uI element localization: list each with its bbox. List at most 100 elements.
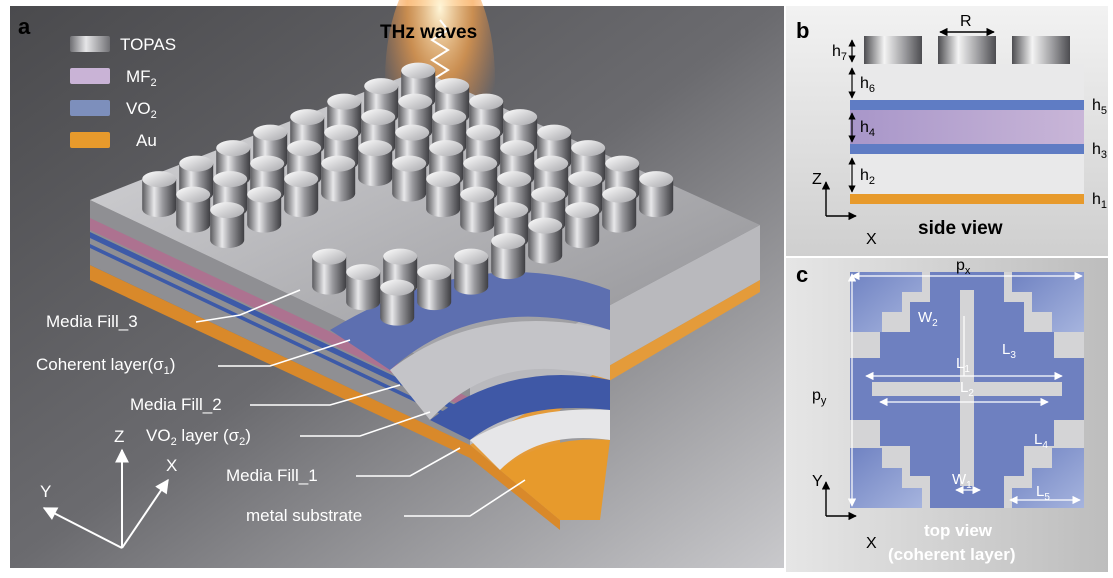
topas-cylinder	[565, 202, 600, 249]
cylinder-top	[380, 279, 415, 296]
cylinder-top	[454, 248, 489, 265]
cylinder-top	[142, 171, 177, 188]
b-label-h2: h2	[860, 167, 875, 187]
panel-c-letter: c	[796, 262, 808, 287]
leader-media-fill-1	[356, 447, 461, 477]
cylinder-top	[327, 93, 362, 110]
cylinder-top	[392, 155, 427, 172]
b-cylinder-2	[938, 36, 996, 64]
c-corner-tl	[850, 272, 922, 332]
cylinder-top	[500, 140, 535, 157]
panel-a-letter: a	[18, 14, 31, 39]
topas-cylinder	[392, 155, 427, 202]
leader-metal-substrate	[404, 479, 526, 517]
b-caption: side view	[918, 218, 1003, 239]
c-corner-tr	[1012, 272, 1084, 332]
topas-cylinder	[358, 140, 393, 187]
cylinder-top	[491, 233, 526, 250]
cylinder-top	[213, 171, 248, 188]
cylinder-top	[534, 155, 569, 172]
cutaway-vo2	[430, 375, 610, 440]
legend-swatch-vo2	[70, 100, 110, 116]
vo2-band	[90, 232, 470, 418]
legend-swatch-topas	[70, 36, 110, 52]
cylinder-top	[639, 171, 674, 188]
topas-cylinder	[380, 279, 415, 326]
c-notch-tl	[912, 330, 938, 356]
cylinder-top	[528, 217, 563, 234]
b-h-labels: h7 h6 h4 h2 h5 h3 h1	[832, 43, 1107, 211]
axis-y-label: Y	[40, 482, 51, 501]
label-metal-substrate: metal substrate	[246, 506, 362, 525]
cylinder-top	[466, 124, 501, 141]
panel-b-letter: b	[796, 18, 809, 43]
cylinder-side	[602, 194, 637, 233]
cylinder-top	[253, 124, 288, 141]
cylinder-top	[571, 140, 606, 157]
cylinder-top	[176, 186, 211, 203]
cylinder-side	[565, 210, 600, 249]
topas-cylinder	[346, 264, 381, 311]
c-corner-bl	[850, 448, 922, 508]
c-label-l4: L4	[1034, 431, 1048, 451]
cylinder-side	[528, 225, 563, 264]
cylinder-top	[537, 124, 572, 141]
c-corner-br	[1012, 448, 1084, 508]
panel-c: c px py W2 L3 L1 L2 L4 W1 L5	[786, 257, 1108, 572]
cylinder-top	[497, 171, 532, 188]
c-label-px: px	[956, 257, 971, 277]
cylinder-top	[602, 186, 637, 203]
label-media-fill-2: Media Fill_2	[130, 395, 222, 414]
b-cylinder-1	[864, 36, 922, 64]
cylinder-top	[432, 109, 467, 126]
cylinder-top	[417, 264, 452, 281]
cylinder-top	[179, 155, 214, 172]
cylinder-top	[605, 155, 640, 172]
panel-b: b R h7 h6 h4 h2 h5 h3 h1 Z	[786, 6, 1108, 256]
legend-swatch-mf2	[70, 68, 110, 84]
topas-cylinder	[528, 217, 563, 264]
topas-cylinder	[460, 186, 495, 233]
c-notch-bl	[912, 422, 938, 448]
c-label-l3: L3	[1002, 341, 1016, 361]
cylinder-side	[454, 256, 489, 295]
b-axis-z-label: Z	[812, 171, 822, 188]
topas-cylinder	[491, 233, 526, 280]
b-axis-x-label: X	[866, 231, 877, 248]
cylinder-top	[250, 155, 285, 172]
cylinder-side	[380, 287, 415, 326]
c-slot-horizontal	[872, 382, 1062, 396]
c-axis-x-label: X	[866, 535, 877, 552]
topas-cylinder-array	[142, 62, 674, 326]
c-notch-tr	[996, 330, 1022, 356]
vo2-band-2	[90, 244, 470, 428]
b-layer-h6	[850, 64, 1084, 100]
cylinder-side	[312, 256, 347, 295]
panel-a: a THz waves TOPAS MF2 VO2 Au Media Fill_…	[10, 0, 784, 568]
legend-label-mf2: MF2	[126, 67, 157, 89]
cylinder-top	[216, 140, 251, 157]
topas-cylinder	[284, 171, 319, 218]
label-coherent-layer: Coherent layer(σ1)	[36, 355, 175, 377]
cylinder-top	[503, 109, 538, 126]
leader-media-fill-3	[195, 289, 301, 323]
topas-cylinder	[454, 248, 489, 295]
b-label-h3: h3	[1092, 141, 1107, 161]
axis-x-arrow	[121, 478, 169, 549]
topas-cylinder	[321, 155, 356, 202]
cylinder-top	[494, 202, 529, 219]
cylinder-side	[210, 210, 245, 249]
c-label-l5: L5	[1036, 483, 1050, 503]
b-cylinder-3	[1012, 36, 1070, 64]
cylinder-top	[426, 171, 461, 188]
cylinder-top	[358, 140, 393, 157]
c-label-l1: L1	[956, 355, 970, 375]
cylinder-top	[290, 109, 325, 126]
b-label-h1: h1	[1092, 191, 1107, 211]
topas-cylinder	[210, 202, 245, 249]
b-layer-h2	[850, 154, 1084, 194]
b-layer-h3	[850, 144, 1084, 154]
cylinder-top	[429, 140, 464, 157]
legend-swatch-au	[70, 132, 110, 148]
topas-cylinder	[602, 186, 637, 233]
